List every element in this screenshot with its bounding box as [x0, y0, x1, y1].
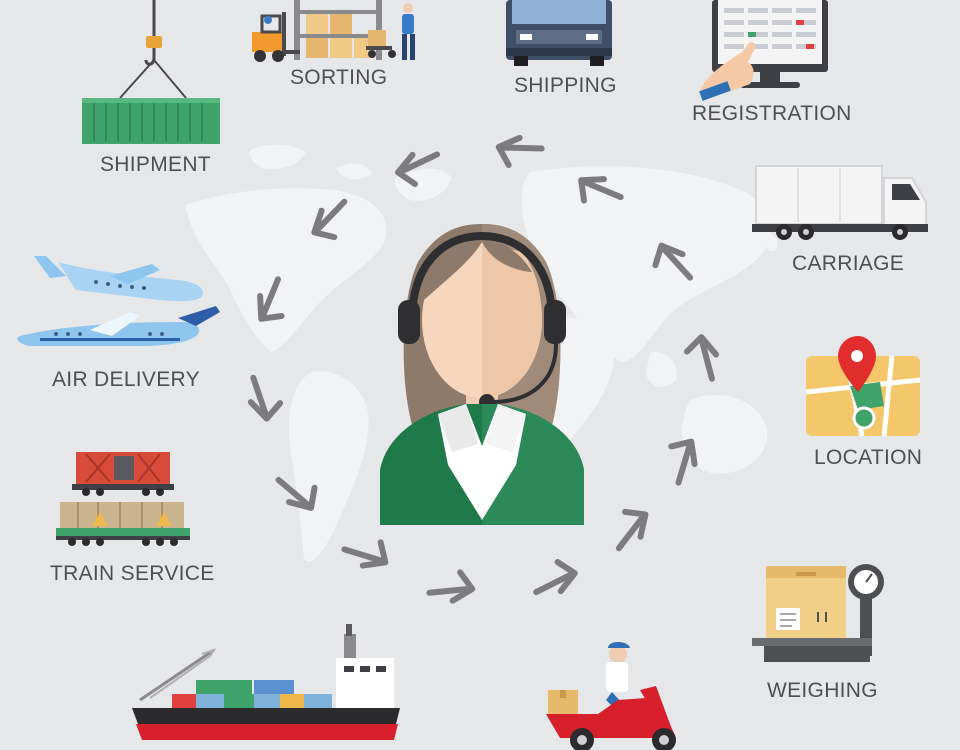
cycle-arrow	[604, 503, 655, 552]
cycle-arrow	[248, 375, 281, 420]
airplane-icon	[17, 256, 220, 346]
freight-train-icon	[56, 452, 190, 546]
cycle-arrow	[495, 133, 543, 171]
label-train-service: TRAIN SERVICE	[50, 562, 215, 585]
cargo-ship-icon	[132, 624, 400, 740]
touchscreen-registration-icon	[699, 0, 828, 101]
weighing-scale-icon	[752, 564, 884, 662]
label-weighing: WEIGHING	[767, 679, 878, 702]
label-sorting: SORTING	[290, 66, 388, 89]
label-carriage: CARRIAGE	[792, 252, 905, 275]
cycle-arrow	[530, 559, 578, 597]
truck-front-icon	[506, 0, 612, 66]
cycle-arrow	[342, 528, 393, 574]
label-shipment: SHIPMENT	[100, 153, 211, 176]
label-location: LOCATION	[814, 446, 923, 469]
label-shipping: SHIPPING	[514, 74, 617, 97]
label-registration: REGISTRATION	[692, 102, 852, 125]
forklift-warehouse-icon	[252, 0, 415, 62]
container-crane-icon	[82, 0, 220, 144]
cycle-arrow	[429, 569, 474, 603]
cycle-arrow	[686, 337, 717, 380]
box-truck-icon	[752, 165, 928, 240]
operator-headset-icon	[380, 224, 584, 525]
map-pin-icon	[805, 336, 921, 437]
delivery-scooter-icon	[546, 642, 676, 750]
label-air-delivery: AIR DELIVERY	[52, 368, 200, 391]
